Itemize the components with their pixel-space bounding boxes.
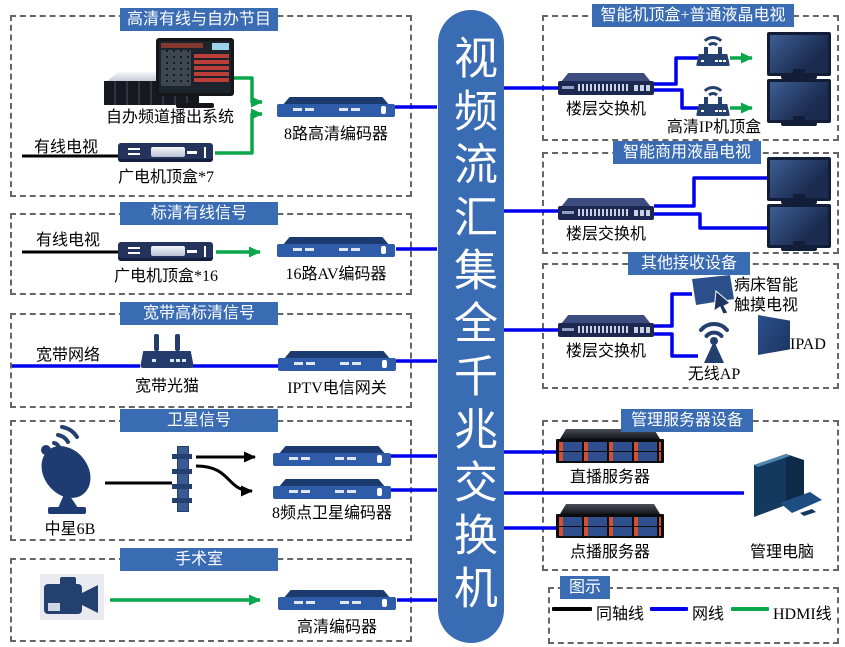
floor-switch-label-2: 楼层交换机 bbox=[565, 226, 646, 243]
group-legend bbox=[548, 587, 839, 644]
cable-stb-device-1 bbox=[118, 143, 213, 162]
floor-switch-label-3: 楼层交换机 bbox=[565, 343, 646, 360]
hd-encoder-or-label: 高清编码器 bbox=[296, 619, 377, 636]
satellite-encoder-device-1 bbox=[273, 446, 391, 466]
iptv-gateway-label: IPTV电信网关 bbox=[287, 380, 387, 397]
cable-stb-label-1: 广电机顶盒*7 bbox=[117, 169, 214, 186]
legend-coax-label: 同轴线 bbox=[596, 606, 645, 623]
legend-hdmi-swatch bbox=[731, 607, 769, 611]
group-title-satellite: 卫星信号 bbox=[120, 409, 278, 432]
floor-switch-device-3 bbox=[558, 315, 654, 337]
broadcast-system-label: 自办频道播出系统 bbox=[105, 109, 234, 126]
broadband-network-label: 宽带网络 bbox=[36, 347, 101, 364]
broadcast-system-icon bbox=[104, 38, 234, 108]
satellite-dish-icon bbox=[41, 425, 91, 514]
hd-encoder-8ch-label: 8路高清编码器 bbox=[283, 126, 388, 143]
tv-icon-2 bbox=[767, 79, 831, 126]
live-server-icon bbox=[556, 429, 664, 463]
av-encoder-16ch-device bbox=[277, 237, 395, 257]
group-title-commercial-tv: 智能商用液晶电视 bbox=[613, 141, 761, 164]
touch-tv-label-line2: 触摸电视 bbox=[734, 297, 799, 314]
management-pc-icon bbox=[754, 454, 822, 517]
group-title-sd-cable: 标清有线信号 bbox=[120, 202, 278, 225]
legend-hdmi-label: HDMI线 bbox=[773, 606, 832, 623]
core-switch-label: 视频流汇集全千兆交换机 bbox=[447, 35, 496, 618]
camera-icon bbox=[40, 574, 104, 620]
legend-ethernet-swatch bbox=[650, 607, 688, 611]
hd-encoder-or-device bbox=[278, 590, 396, 610]
touch-tv-icon bbox=[692, 275, 734, 315]
cable-stb-device-2 bbox=[118, 242, 213, 261]
wireless-ap-icon bbox=[699, 322, 729, 363]
group-title-hd-cable: 高清有线与自办节目 bbox=[120, 8, 278, 31]
wireless-ap-label: 无线AP bbox=[687, 366, 741, 383]
vod-server-icon bbox=[556, 504, 664, 538]
optical-modem-icon bbox=[140, 334, 194, 368]
group-title-smart-stb-tv: 智能机顶盒+普通液晶电视 bbox=[592, 4, 794, 27]
group-title-other-receivers: 其他接收设备 bbox=[628, 252, 750, 275]
splitter-icon bbox=[172, 446, 192, 512]
floor-switch-label-1: 楼层交换机 bbox=[565, 101, 646, 118]
group-title-broadband: 宽带高标清信号 bbox=[120, 302, 278, 325]
satellite-encoder-device-2 bbox=[273, 479, 391, 499]
iptv-gateway-device bbox=[278, 351, 396, 371]
tv-icon-1 bbox=[767, 32, 831, 79]
optical-modem-label: 宽带光猫 bbox=[134, 378, 199, 395]
wifi-stb-icon-2 bbox=[696, 86, 730, 116]
ipad-label: IPAD bbox=[790, 336, 826, 353]
group-title-mgmt-servers: 管理服务器设备 bbox=[621, 409, 753, 432]
legend-ethernet-label: 网线 bbox=[692, 606, 725, 623]
group-title-operating-room: 手术室 bbox=[120, 548, 278, 571]
tv-icon-3 bbox=[767, 157, 831, 204]
cable-stb-label-2: 广电机顶盒*16 bbox=[113, 268, 218, 285]
management-pc-label: 管理电脑 bbox=[749, 544, 814, 561]
legend-coax-swatch bbox=[552, 607, 592, 611]
vod-server-label: 点播服务器 bbox=[569, 544, 650, 561]
ipad-icon bbox=[758, 315, 790, 355]
satellite-dish-label: 中星6B bbox=[44, 521, 96, 538]
wifi-stb-icon-1 bbox=[696, 36, 730, 66]
core-switch: 视频流汇集全千兆交换机 bbox=[438, 10, 504, 643]
ip-stb-label: 高清IP机顶盒 bbox=[666, 119, 762, 136]
hd-encoder-8ch-device bbox=[277, 97, 395, 117]
live-server-label: 直播服务器 bbox=[569, 469, 650, 486]
floor-switch-device-2 bbox=[558, 198, 654, 220]
cable-tv-label-2: 有线电视 bbox=[36, 232, 101, 249]
floor-switch-device-1 bbox=[558, 73, 654, 95]
touch-tv-label-line1: 病床智能 bbox=[734, 277, 799, 294]
tv-icon-4 bbox=[767, 204, 831, 251]
legend-title: 图示 bbox=[560, 576, 610, 599]
cable-tv-label-1: 有线电视 bbox=[34, 139, 99, 156]
satellite-encoder-label: 8频点卫星编码器 bbox=[271, 505, 392, 522]
av-encoder-16ch-label: 16路AV编码器 bbox=[285, 266, 387, 283]
